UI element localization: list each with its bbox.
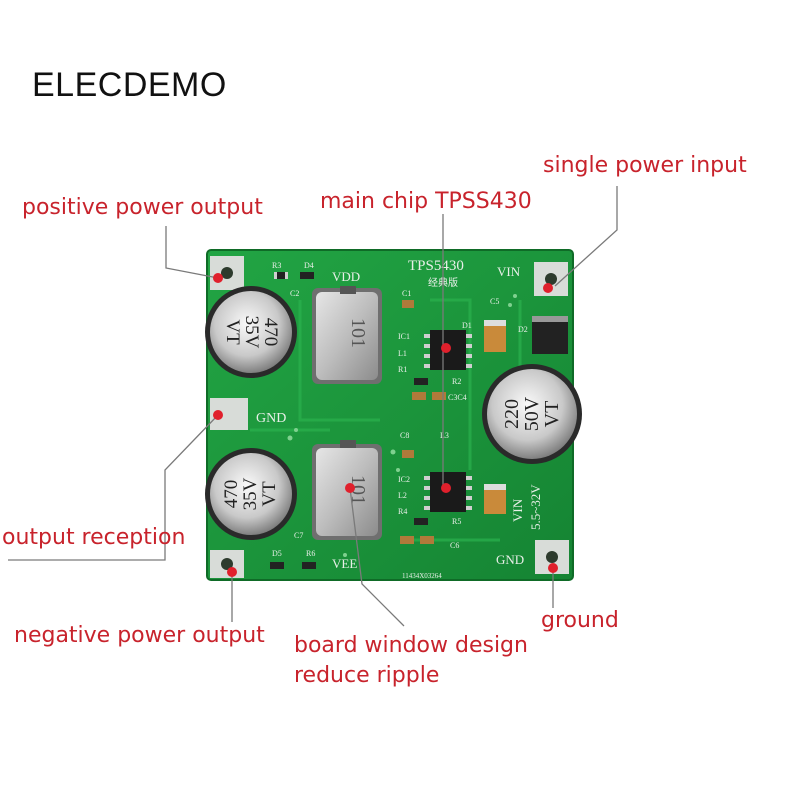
silk-l2: L2 <box>398 491 407 500</box>
silk-r2: R2 <box>452 377 461 386</box>
cap-470-bottom-suffix: VT <box>259 481 280 507</box>
silk-d4: D4 <box>304 261 314 270</box>
silk-c6: C6 <box>450 541 459 550</box>
silk-c5: C5 <box>490 297 499 306</box>
silkscreen: TPS5430 经典版 VDD VIN GND GND VEE VIN 5.5~… <box>256 258 543 580</box>
capacitor-470-top: 470 35V VT <box>205 286 297 378</box>
brand-logo-text: ELECDEMO <box>32 66 227 104</box>
terminal-pad-negative <box>210 550 244 578</box>
inductor-bottom-label: 101 <box>347 475 369 505</box>
silk-r5: R5 <box>452 517 461 526</box>
silk-r3: R3 <box>272 261 281 270</box>
silk-vee: VEE <box>332 556 357 571</box>
cap-220-suffix: VT <box>541 401 563 428</box>
inductor-top-label: 101 <box>347 318 369 348</box>
silk-serial: 11434X03264 <box>402 572 442 580</box>
callout-reduce-ripple: reduce ripple <box>294 663 440 688</box>
callout-board-window-design: board window design <box>294 633 528 658</box>
silk-title: TPS5430 <box>408 258 464 274</box>
terminal-pad-positive <box>210 256 244 290</box>
callout-negative-power-output: negative power output <box>14 623 265 648</box>
leader-single-input <box>554 186 618 287</box>
callout-single-power-input: single power input <box>543 153 747 178</box>
cap-470-bottom-voltage: 35V <box>240 477 261 510</box>
silk-c1: C1 <box>402 289 411 298</box>
silk-d1: D1 <box>462 321 472 330</box>
silk-vin-range: 5.5~32V <box>528 484 543 530</box>
leader-lines <box>8 186 618 627</box>
silk-c2: C2 <box>290 289 299 298</box>
capacitor-470-bottom: 470 35V VT <box>205 448 297 540</box>
silk-c3c4: C3C4 <box>448 393 467 402</box>
cap-470-top-suffix: VT <box>222 319 243 345</box>
silk-vin: VIN <box>497 264 521 279</box>
cap-220-voltage: 50V <box>521 396 543 431</box>
leader-board-window <box>349 487 405 627</box>
cap-220-value: 220 <box>501 399 523 429</box>
silk-vin-side: VIN <box>510 498 525 522</box>
silk-r1: R1 <box>398 365 407 374</box>
cap-470-top-value: 470 <box>260 318 281 347</box>
leader-output-reception <box>8 414 219 561</box>
cap-470-top-voltage: 35V <box>241 316 262 349</box>
silk-d5: D5 <box>272 549 282 558</box>
leader-positive-output <box>165 226 219 279</box>
silk-d2: D2 <box>518 325 528 334</box>
callout-ground: ground <box>541 608 619 633</box>
silk-l3: L3 <box>440 431 449 440</box>
silk-gnd-left: GND <box>256 411 286 426</box>
silk-l1: L1 <box>398 349 407 358</box>
silk-ic2: IC2 <box>398 475 410 484</box>
silk-c7: C7 <box>294 531 303 540</box>
silk-r4: R4 <box>398 507 407 516</box>
callout-main-chip: main chip TPSS430 <box>320 189 532 214</box>
silk-vdd: VDD <box>332 269 360 284</box>
diode-d2 <box>532 316 568 354</box>
silk-c8: C8 <box>400 431 409 440</box>
smd-components <box>270 272 506 569</box>
marker-dots <box>213 273 558 577</box>
capacitor-220: 220 50V VT <box>482 364 582 464</box>
pcb-vias <box>287 294 567 557</box>
cap-470-bottom-value: 470 <box>221 480 242 509</box>
silk-gnd-right: GND <box>496 552 524 567</box>
silk-ic1: IC1 <box>398 332 410 341</box>
ic-tps5430-top <box>424 330 472 370</box>
callout-positive-power-output: positive power output <box>22 195 263 220</box>
inductor-top: 101 <box>312 286 382 384</box>
callout-output-reception: output reception <box>2 525 186 550</box>
silk-r6: R6 <box>306 549 315 558</box>
